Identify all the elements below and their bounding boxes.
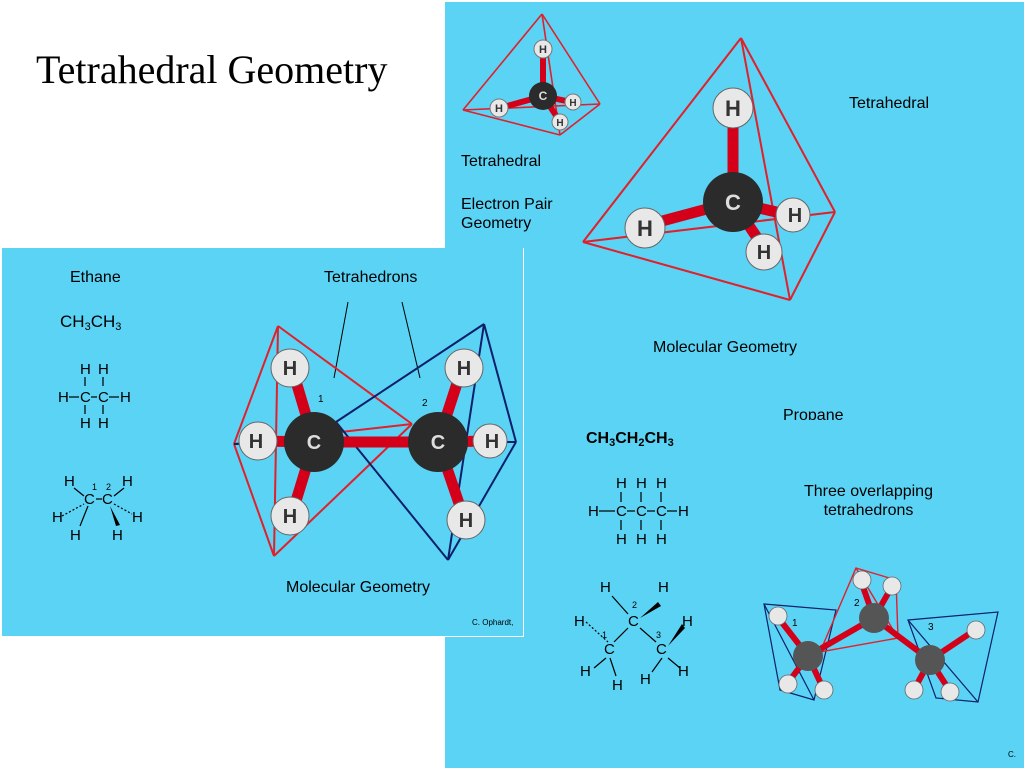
svg-text:C: C [84, 491, 95, 508]
large-methane-model: H H C H H [582, 37, 836, 301]
svg-text:H: H [588, 503, 599, 520]
propane-formula: CH3CH2CH3 [586, 430, 674, 449]
svg-text:H: H [457, 358, 471, 380]
svg-text:C: C [604, 641, 615, 658]
svg-text:H: H [636, 475, 647, 492]
svg-text:2: 2 [854, 598, 860, 609]
electron-pair-geometry-label: Electron Pair Geometry [461, 196, 553, 233]
svg-text:H: H [725, 96, 741, 121]
svg-text:C: C [616, 503, 627, 520]
svg-text:H: H [52, 509, 63, 526]
svg-text:H: H [637, 216, 653, 241]
svg-text:H: H [612, 677, 623, 694]
svg-text:H: H [485, 431, 499, 453]
svg-text:H: H [120, 389, 131, 406]
svg-text:H: H [616, 531, 627, 548]
svg-text:H: H [757, 242, 771, 264]
svg-text:H: H [616, 475, 627, 492]
svg-text:C: C [431, 432, 445, 454]
svg-text:H: H [249, 431, 263, 453]
svg-text:C: C [636, 503, 647, 520]
svg-text:H: H [58, 389, 69, 406]
svg-text:1: 1 [792, 618, 798, 629]
svg-text:H: H [80, 361, 91, 378]
corner-credit: C. [1008, 750, 1016, 759]
svg-text:H: H [682, 613, 693, 630]
ethane-molecular-geometry-label: Molecular Geometry [286, 579, 431, 596]
svg-text:C: C [539, 89, 548, 103]
svg-text:3: 3 [928, 622, 934, 633]
svg-text:H: H [640, 671, 651, 688]
svg-text:H: H [678, 503, 689, 520]
svg-text:H: H [539, 44, 547, 56]
svg-text:H: H [98, 415, 109, 432]
svg-text:H: H [656, 531, 667, 548]
svg-text:C: C [307, 432, 321, 454]
svg-text:C: C [656, 503, 667, 520]
svg-text:H: H [574, 613, 585, 630]
three-overlapping-label: Three overlapping tetrahedrons [804, 483, 933, 520]
svg-text:H: H [495, 103, 503, 115]
svg-text:3: 3 [656, 630, 661, 640]
svg-text:H: H [569, 98, 576, 109]
svg-text:1: 1 [602, 630, 607, 640]
svg-text:H: H [283, 506, 297, 528]
ethane-label: Ethane [70, 269, 121, 286]
svg-text:H: H [459, 510, 473, 532]
svg-text:H: H [788, 205, 802, 227]
svg-text:C: C [102, 491, 113, 508]
svg-text:1: 1 [318, 394, 324, 405]
svg-text:H: H [636, 531, 647, 548]
propane-panel: CH3CH2CH3 Three overlapping tetrahedrons… [522, 420, 1024, 768]
svg-text:H: H [122, 473, 133, 490]
svg-text:H: H [112, 527, 123, 544]
svg-text:C: C [656, 641, 667, 658]
svg-text:C: C [80, 389, 91, 406]
svg-text:C: C [725, 190, 741, 215]
svg-text:1: 1 [92, 482, 97, 492]
svg-text:C: C [98, 389, 109, 406]
svg-text:H: H [283, 358, 297, 380]
propane-3d-model: 1 2 3 [763, 567, 999, 703]
svg-text:2: 2 [422, 398, 428, 409]
svg-text:H: H [132, 509, 143, 526]
svg-text:H: H [600, 579, 611, 596]
svg-text:2: 2 [106, 482, 111, 492]
svg-text:H: H [678, 663, 689, 680]
svg-text:H: H [80, 415, 91, 432]
svg-text:H: H [658, 579, 669, 596]
svg-text:H: H [98, 361, 109, 378]
tetrahedrons-label: Tetrahedrons [324, 269, 418, 286]
svg-text:H: H [556, 118, 563, 129]
slide-title: Tetrahedral Geometry [36, 47, 388, 92]
propane-label: Propane [783, 407, 844, 424]
svg-text:H: H [70, 527, 81, 544]
svg-text:C: C [628, 613, 639, 630]
svg-text:H: H [64, 473, 75, 490]
large-tetrahedral-label: Tetrahedral [849, 95, 930, 112]
small-methane-model: H H C H H [462, 13, 601, 136]
large-molecular-geometry-label: Molecular Geometry [653, 339, 798, 356]
ethane-formula: CH3CH3 [60, 312, 122, 333]
small-tetrahedral-label: Tetrahedral [461, 153, 542, 170]
svg-text:H: H [580, 663, 591, 680]
svg-text:2: 2 [632, 600, 637, 610]
svg-text:H: H [656, 475, 667, 492]
ethane-credit: C. Ophardt, [472, 618, 514, 627]
